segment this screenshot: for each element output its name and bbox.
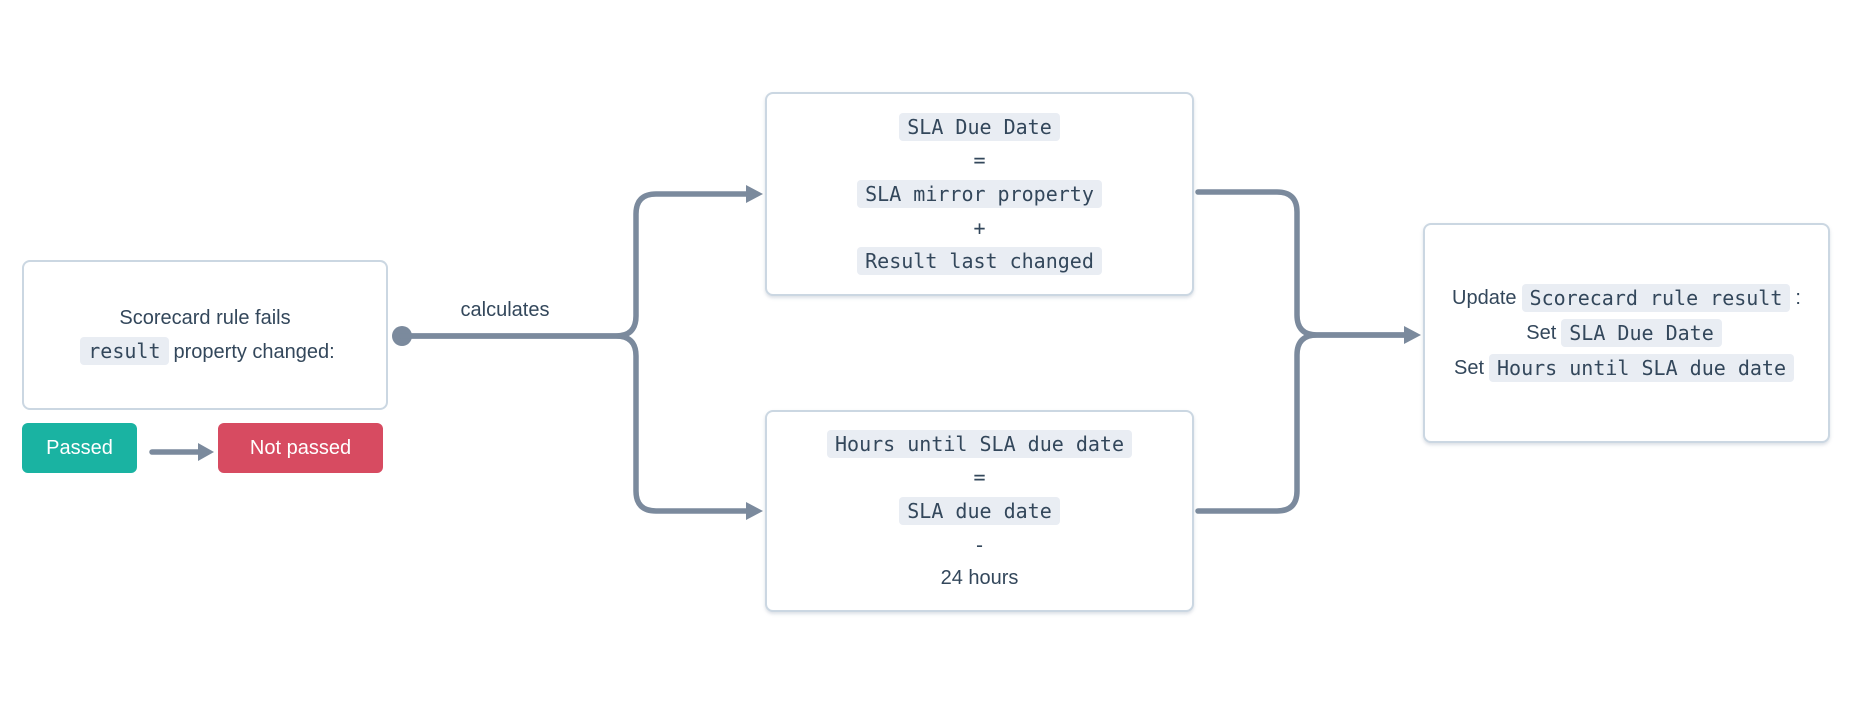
formula-line: SLA Due Date: [894, 110, 1065, 144]
hours-box-arrowhead-icon: [746, 502, 763, 520]
hours-until-sla-chip: Hours until SLA due date: [1489, 354, 1794, 382]
sla-due-date-chip: SLA Due Date: [899, 112, 1060, 141]
formula-line: Result last changed: [852, 244, 1107, 278]
trigger-line1: Scorecard rule fails: [119, 306, 291, 329]
update-box: Update Scorecard rule result : Set SLA D…: [1423, 223, 1830, 443]
update-line2-prefix: Set: [1526, 321, 1557, 344]
formula-line: Hours until SLA due date: [822, 427, 1137, 461]
operator-equals: =: [973, 148, 986, 173]
update-line1-suffix: :: [1795, 286, 1801, 309]
passed-to-notpassed-arrowhead-icon: [198, 443, 214, 461]
sla-due-date-chip: SLA Due Date: [1561, 319, 1722, 347]
edge-origin-dot: [392, 326, 412, 346]
sla-due-date-chip: SLA due date: [899, 497, 1060, 525]
update-line2: Set SLA Due Date: [1526, 316, 1727, 351]
edge-trigger-to-hours-box: [399, 333, 749, 514]
operator-plus: +: [973, 215, 986, 240]
sla-box-arrowhead-icon: [746, 185, 763, 203]
sla-due-date-calc-box: SLA Due Date = SLA mirror property + Res…: [765, 92, 1194, 296]
passed-badge: Passed: [22, 423, 137, 473]
trigger-line2-text: property changed:: [173, 340, 335, 363]
update-line1: Update Scorecard rule result :: [1452, 281, 1801, 316]
formula-line: SLA due date: [894, 494, 1065, 528]
sla-mirror-property-chip: SLA mirror property: [857, 180, 1102, 208]
hours-until-sla-chip: Hours until SLA due date: [827, 429, 1132, 458]
not-passed-badge: Not passed: [218, 423, 383, 473]
update-box-arrowhead-icon: [1404, 326, 1421, 344]
twenty-four-hours-text: 24 hours: [940, 566, 1019, 589]
not-passed-badge-label: Not passed: [249, 436, 352, 459]
update-line3: Set Hours until SLA due date: [1454, 351, 1799, 386]
formula-line: SLA mirror property: [852, 177, 1107, 211]
scorecard-rule-result-chip: Scorecard rule result: [1521, 284, 1791, 312]
update-line3-prefix: Set: [1453, 356, 1485, 379]
edge-sla-box-to-update: [1195, 189, 1407, 338]
result-last-changed-chip: Result last changed: [857, 247, 1102, 276]
passed-badge-label: Passed: [46, 436, 113, 459]
edge-label-calculates: calculates: [460, 299, 550, 321]
hours-until-sla-calc-box: Hours until SLA due date = SLA due date …: [765, 410, 1194, 612]
update-line1-prefix: Update: [1452, 286, 1517, 309]
result-property-chip: result: [80, 336, 169, 365]
operator-minus: -: [973, 532, 986, 557]
edge-hours-box-to-update: [1195, 332, 1407, 514]
operator-equals: =: [973, 465, 986, 490]
